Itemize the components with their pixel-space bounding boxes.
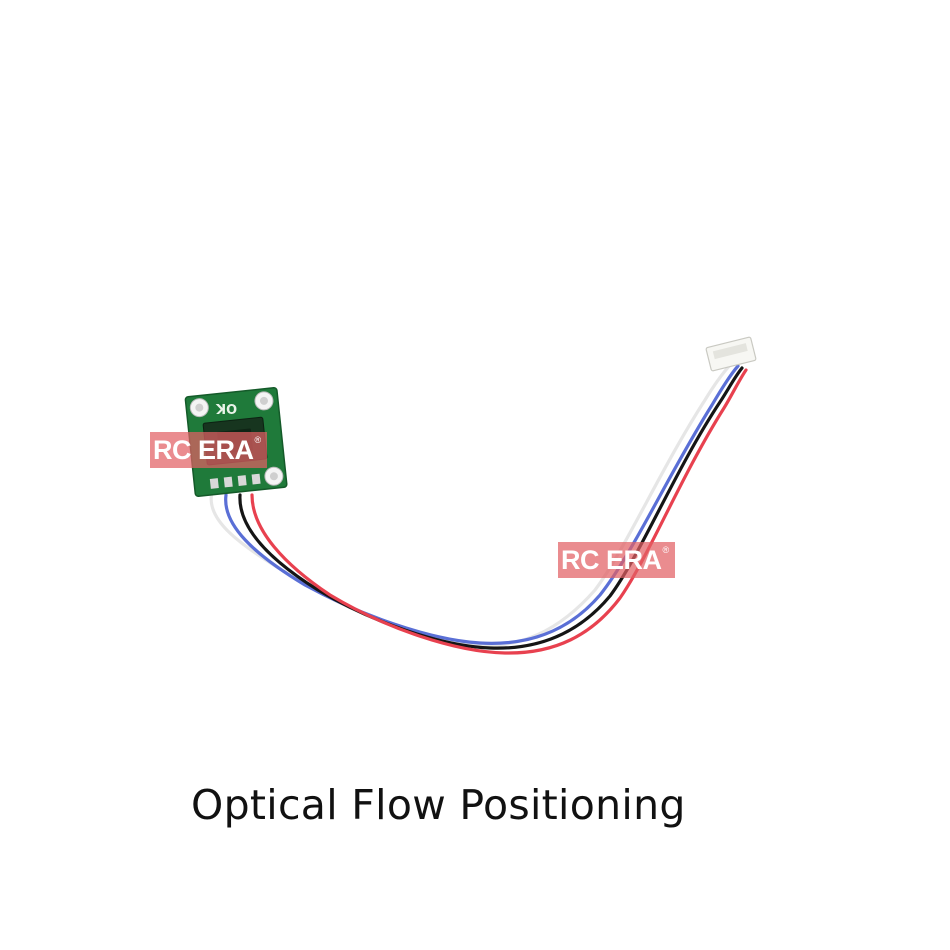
pcb-silkscreen-label: OK [216,400,238,415]
registered-mark: ® [662,545,670,555]
watermark: RC ERA® [150,432,267,468]
cable-bundle-icon [209,360,748,655]
caption: Optical Flow Positioning [191,781,686,829]
watermark-brand: RC ERA [153,434,254,465]
registered-mark: ® [254,435,262,445]
blue-wire [224,364,740,645]
red-wire [250,368,748,655]
jst-connector-icon [705,336,757,372]
watermark: RC ERA® [558,542,675,578]
black-wire [238,366,744,650]
watermark-brand: RC ERA [561,544,662,575]
